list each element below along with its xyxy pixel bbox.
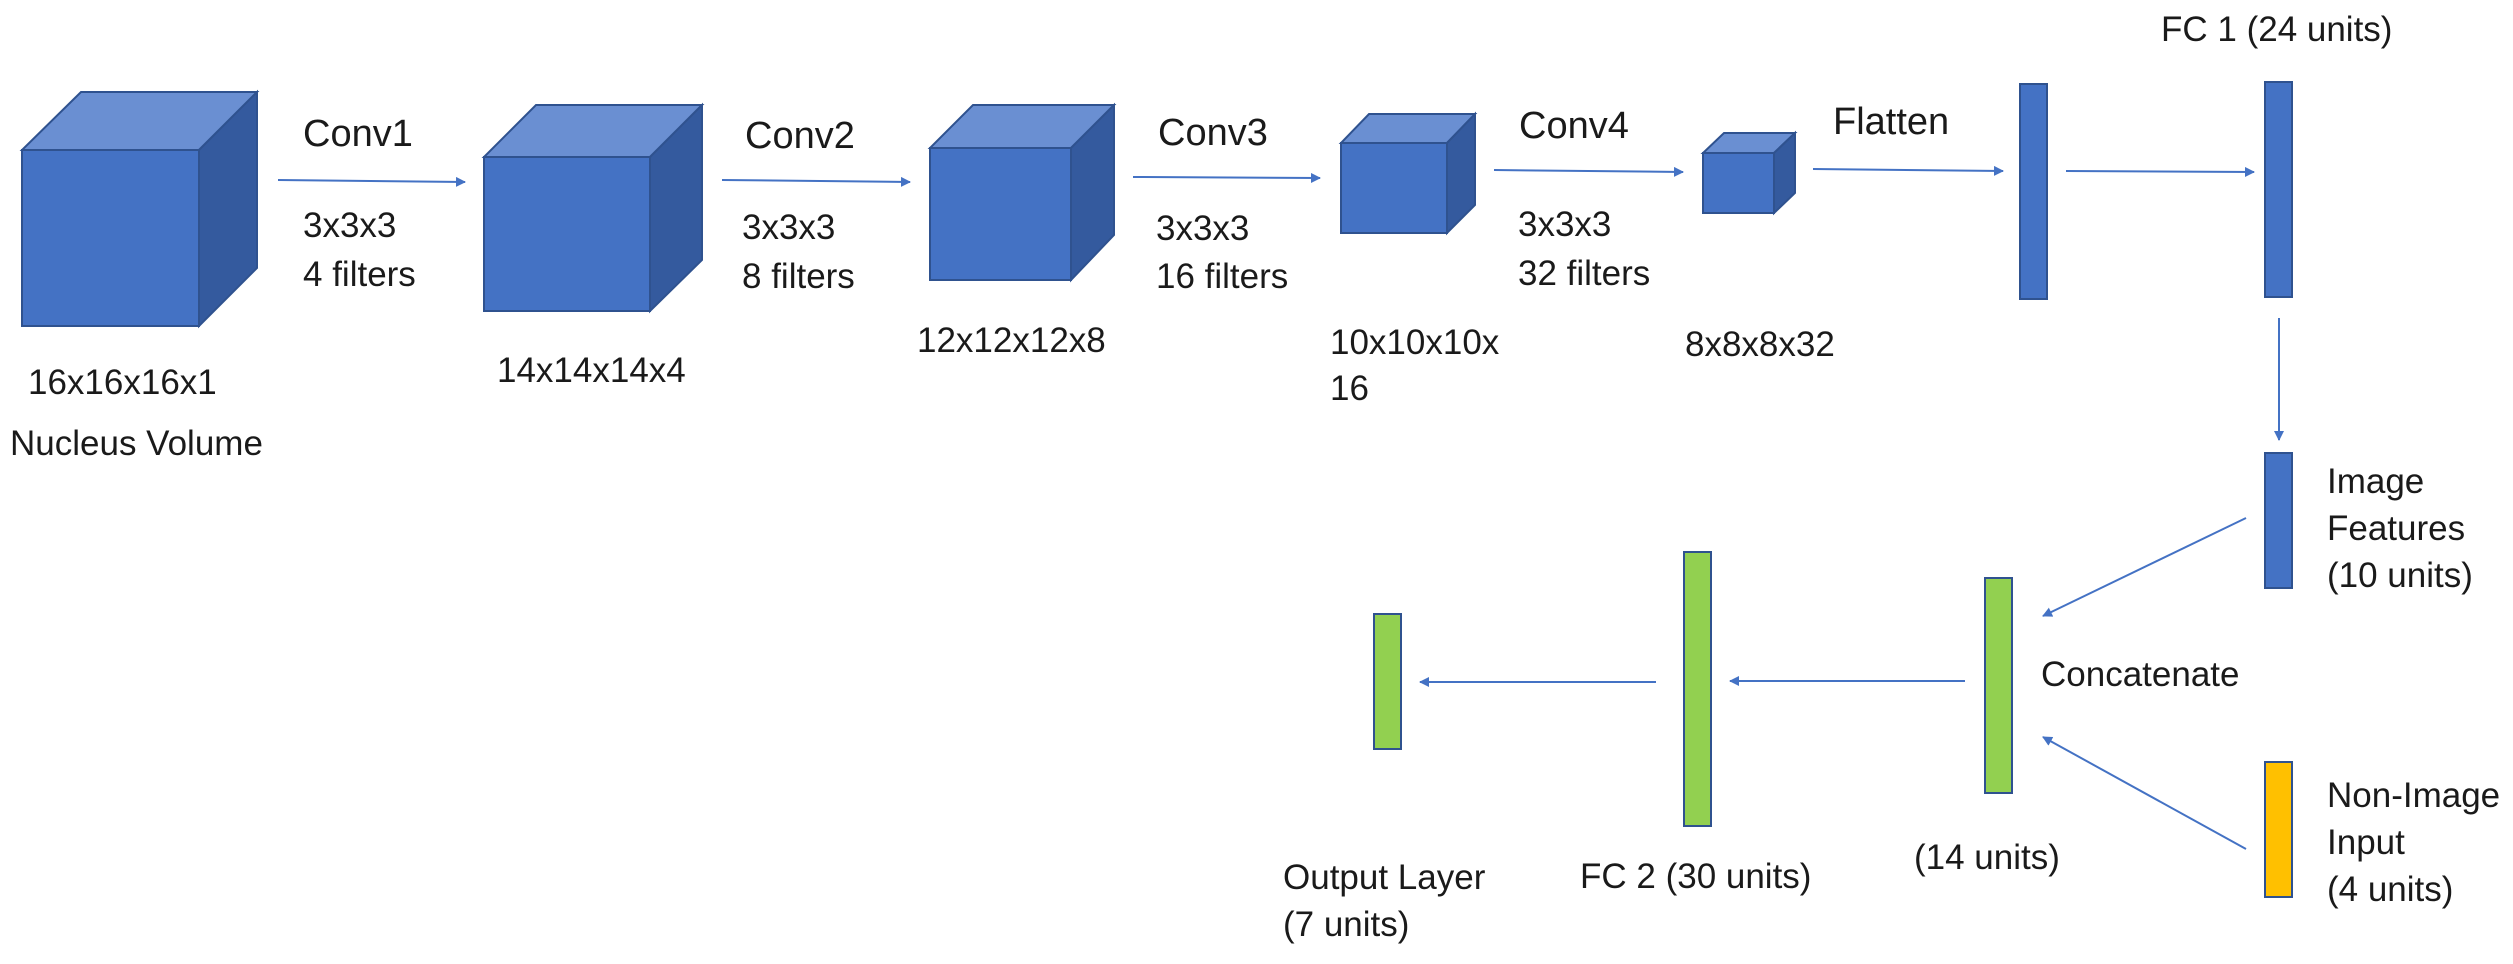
conv4-arrow	[1493, 166, 1684, 177]
output-layer-line1: Output Layer	[1283, 858, 1486, 897]
image-features-line3: (10 units)	[2327, 556, 2473, 595]
volume-1-cube	[19, 89, 260, 329]
conv3-arrow	[1132, 172, 1321, 183]
non-image-line1: Non-Image	[2327, 776, 2500, 815]
image-features-line2: Features	[2327, 509, 2465, 548]
output-layer-bar	[1373, 613, 1402, 750]
image-features-bar	[2264, 452, 2293, 589]
conv1-arrow	[277, 176, 466, 187]
volume-4-shape-line1: 10x10x10x	[1330, 323, 1500, 362]
volume-3-shape: 12x12x12x8	[917, 321, 1106, 360]
conv2-filters: 8 filters	[742, 257, 855, 296]
conv1-name: Conv1	[303, 113, 413, 155]
concatenate-bar	[1984, 577, 2013, 794]
conv1-filters: 4 filters	[303, 255, 416, 294]
volume-5-cube	[1700, 130, 1798, 216]
fc1-bar	[2264, 81, 2293, 298]
non-image-line2: Input	[2327, 823, 2405, 862]
non-image-input-bar	[2264, 761, 2293, 898]
conv2-kernel: 3x3x3	[742, 208, 835, 247]
fc2-bar	[1683, 551, 1712, 827]
volume-5-shape: 8x8x8x32	[1685, 325, 1835, 364]
flatten-arrow	[1812, 165, 2004, 176]
conv1-kernel: 3x3x3	[303, 206, 396, 245]
output-layer-line2: (7 units)	[1283, 905, 1409, 944]
conv3-name: Conv3	[1158, 112, 1268, 154]
nonimage-to-concat-arrow	[2042, 736, 2247, 850]
fc2-label: FC 2 (30 units)	[1580, 857, 1811, 896]
volume-4-shape-line2: 16	[1330, 369, 1369, 408]
conv3-filters: 16 filters	[1156, 257, 1288, 296]
volume-1-shape: 16x16x16x1	[28, 363, 217, 402]
fc1-label: FC 1 (24 units)	[2161, 10, 2392, 49]
conv4-kernel: 3x3x3	[1518, 205, 1611, 244]
conv4-name: Conv4	[1519, 105, 1629, 147]
fc1-arrow	[2065, 166, 2255, 177]
volume-1-caption: Nucleus Volume	[10, 424, 263, 463]
conv2-name: Conv2	[745, 115, 855, 157]
non-image-line3: (4 units)	[2327, 870, 2453, 909]
image-features-line1: Image	[2327, 462, 2424, 501]
volume-3-cube	[927, 102, 1117, 283]
flatten-bar	[2019, 83, 2048, 300]
volume-2-shape: 14x14x14x4	[497, 351, 686, 390]
features-to-concat-arrow	[2042, 517, 2247, 617]
conv4-filters: 32 filters	[1518, 254, 1650, 293]
flatten-label: Flatten	[1833, 101, 1949, 143]
volume-4-cube	[1338, 111, 1478, 236]
concatenate-label: Concatenate	[2041, 655, 2239, 694]
concatenate-units: (14 units)	[1914, 838, 2060, 877]
conv3-kernel: 3x3x3	[1156, 209, 1249, 248]
volume-2-cube	[481, 102, 705, 314]
conv2-arrow	[721, 176, 911, 187]
